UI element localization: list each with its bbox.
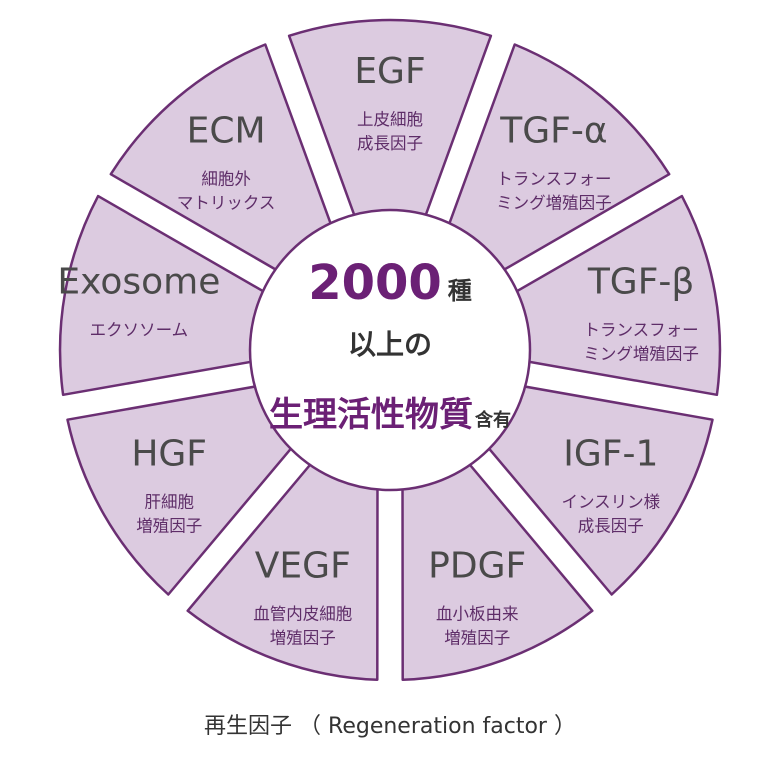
segment-subtitle: 血小板由来: [436, 605, 519, 624]
segment-subtitle: 肝細胞: [144, 493, 194, 512]
segment-title: TGF-β: [587, 262, 695, 303]
segment-subtitle: 上皮細胞: [357, 110, 423, 129]
segment-title: ECM: [187, 111, 266, 152]
segment-subtitle: 成長因子: [578, 517, 644, 536]
segment-subtitle: マトリックス: [177, 194, 276, 213]
segment-subtitle: ミング増殖因子: [583, 345, 699, 364]
caption: 再生因子 （ Regeneration factor ）: [204, 714, 576, 739]
segment-subtitle: 血管内皮細胞: [253, 605, 352, 624]
segment-title: IGF-1: [563, 434, 658, 475]
contains-label: 含有: [475, 410, 511, 431]
segment-subtitle: ミング増殖因子: [496, 194, 612, 213]
segment-subtitle: 細胞外: [201, 170, 251, 189]
segment-subtitle: 増殖因子: [444, 629, 510, 648]
center-hub: [248, 208, 532, 492]
segment-title: VEGF: [255, 546, 351, 587]
segment-subtitle: 増殖因子: [270, 629, 336, 648]
segment-exosome: Exosome エクソソーム: [57, 194, 282, 397]
segment-subtitle: エクソソーム: [90, 321, 189, 340]
segment-title: TGF-α: [499, 111, 607, 152]
segment-subtitle: 増殖因子: [136, 517, 202, 536]
segment-subtitle: 成長因子: [357, 134, 423, 153]
segment-title: HGF: [131, 434, 207, 475]
segment-subtitle: インスリン様: [561, 493, 660, 512]
segment-title: PDGF: [428, 546, 526, 587]
segment-subtitle: トランスフォー: [584, 321, 699, 340]
center-line-2: 以上の: [347, 328, 432, 361]
segment-title: EGF: [354, 51, 425, 92]
segment-subtitle: トランスフォー: [496, 170, 611, 189]
segment-title: Exosome: [57, 262, 220, 303]
center-line-3: 生理活性物質含有: [230, 387, 550, 436]
count-number: 2000: [308, 255, 442, 311]
bioactive-substances: 生理活性物質: [269, 395, 473, 435]
count-unit: 種: [447, 277, 472, 305]
